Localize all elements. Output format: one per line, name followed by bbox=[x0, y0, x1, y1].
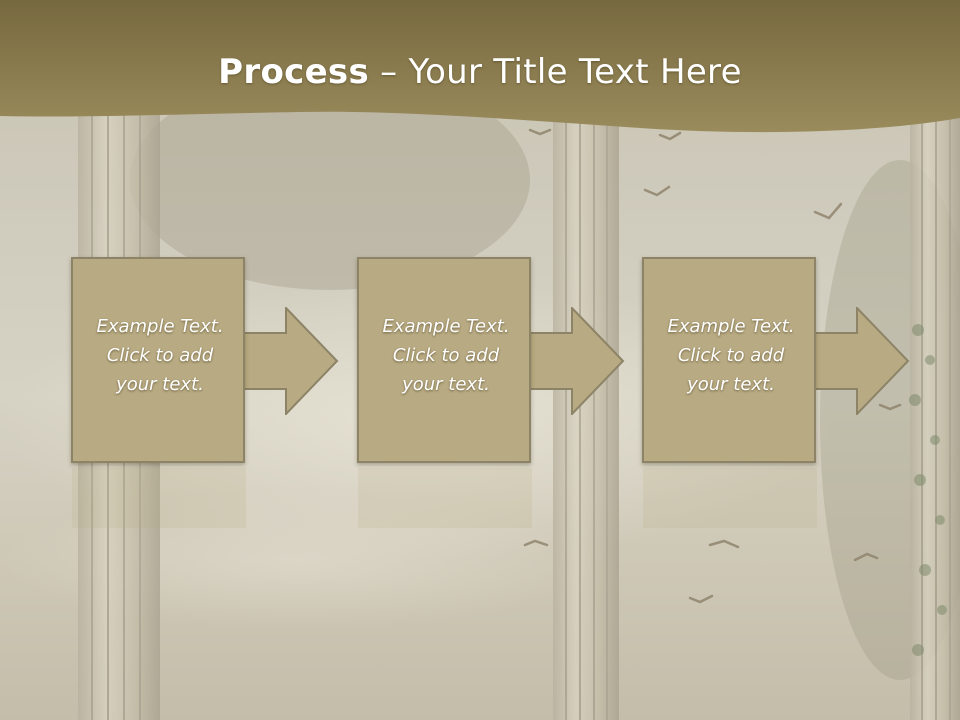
process-step-2[interactable]: Example Text. Click to add your text. bbox=[357, 257, 531, 463]
process-step-3[interactable]: Example Text. Click to add your text. bbox=[642, 257, 816, 463]
slide-title: Process – Your Title Text Here bbox=[0, 52, 960, 92]
arrow-2-icon bbox=[530, 307, 625, 415]
step-3-text[interactable]: Example Text. Click to add your text. bbox=[667, 316, 795, 395]
column-right bbox=[910, 110, 960, 720]
header-band bbox=[0, 0, 960, 133]
step-2-text[interactable]: Example Text. Click to add your text. bbox=[382, 316, 510, 395]
column-middle bbox=[553, 110, 619, 720]
title-bold: Process bbox=[218, 52, 370, 92]
step-1-text[interactable]: Example Text. Click to add your text. bbox=[96, 316, 224, 395]
title-rest: – Your Title Text Here bbox=[369, 52, 742, 92]
process-step-1[interactable]: Example Text. Click to add your text. bbox=[71, 257, 245, 463]
arrow-3-icon bbox=[815, 307, 910, 415]
arrow-1-icon bbox=[244, 307, 339, 415]
